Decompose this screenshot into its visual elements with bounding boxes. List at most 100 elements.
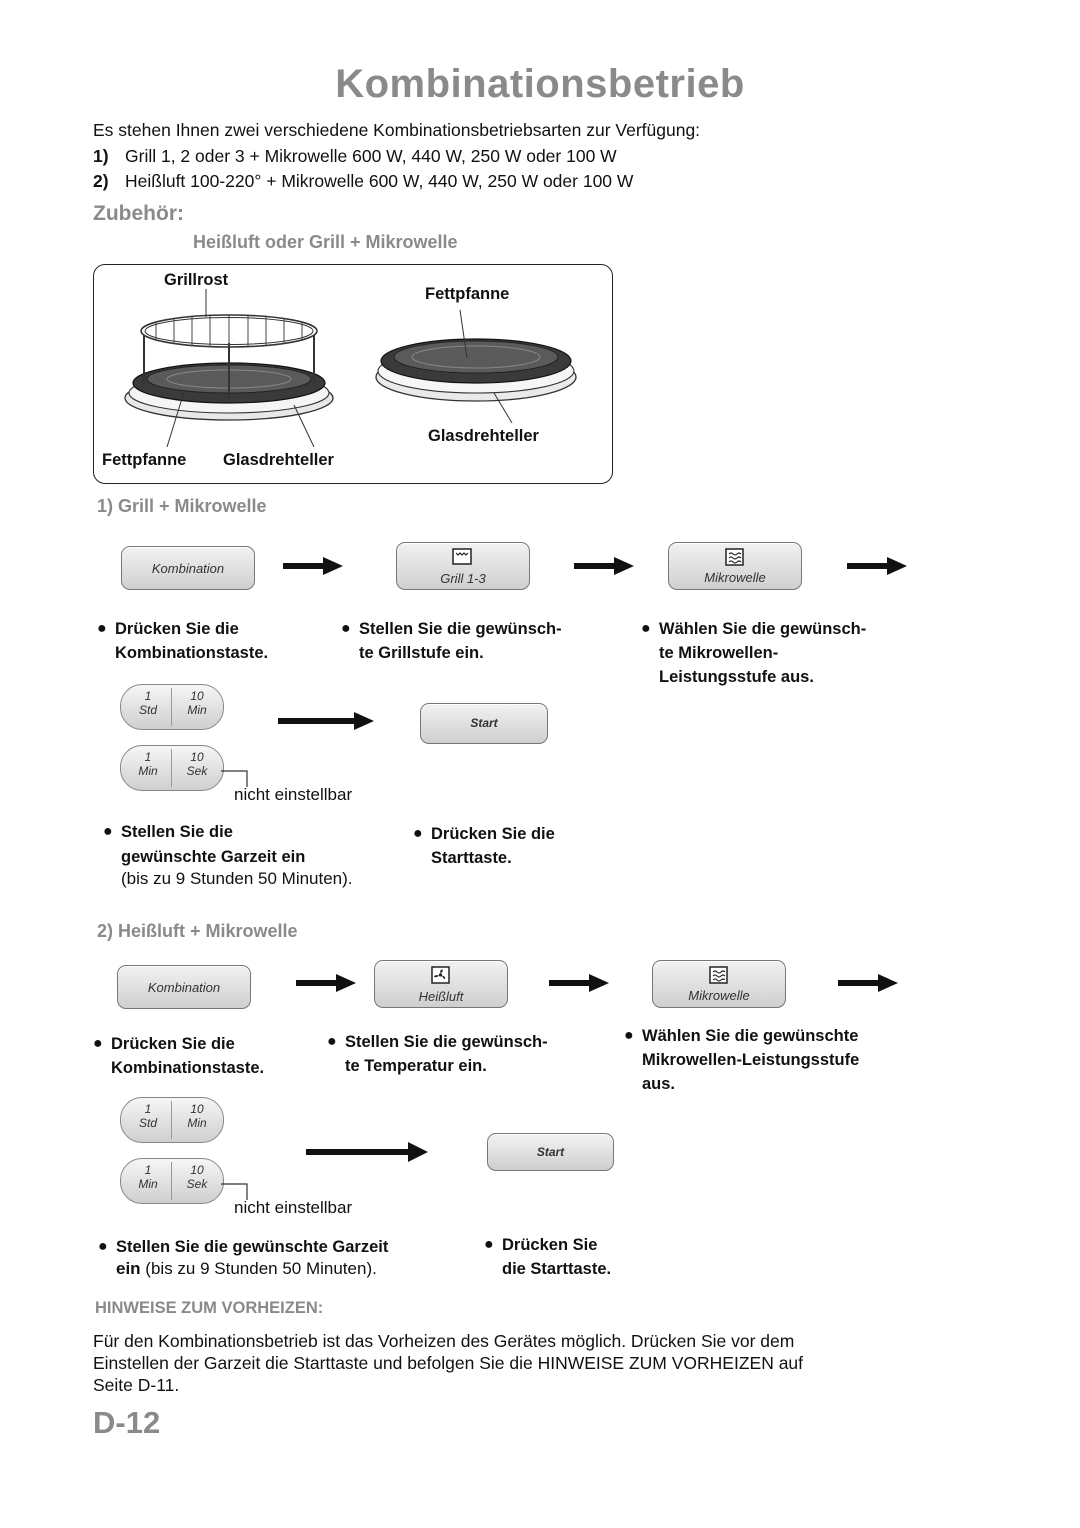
step-text: Kombinationstaste. xyxy=(115,644,269,662)
step-text: gewünschte Garzeit ein xyxy=(121,848,306,866)
step-text: Wählen Sie die gewünsch- xyxy=(659,620,867,638)
time-range-text: (bis zu 9 Stunden 50 Minuten). xyxy=(145,1259,377,1278)
dial-unit: Std xyxy=(138,1116,157,1130)
grill-button[interactable]: Grill 1-3 xyxy=(396,542,530,590)
dial-unit: Min xyxy=(187,703,207,717)
microwave-icon xyxy=(709,966,728,984)
step-press-kombination: ● Drücken Sie die Kombinationstaste. xyxy=(93,1032,265,1080)
bullet-icon: ● xyxy=(484,1236,494,1253)
leader-line xyxy=(221,1183,248,1200)
kombination-button[interactable]: Kombination xyxy=(121,546,255,590)
label-grillrost: Grillrost xyxy=(164,271,229,289)
dial-value: 10 xyxy=(190,750,204,764)
time-range-note: ein (bis zu 9 Stunden 50 Minuten). xyxy=(116,1259,377,1279)
step-text: Mikrowellen-Leistungsstufe xyxy=(642,1051,860,1069)
heissluft-button[interactable]: Heißluft xyxy=(374,960,508,1008)
dial-value: 1 xyxy=(144,1102,152,1116)
arrow-right-icon xyxy=(838,974,898,992)
step-text: die Starttaste. xyxy=(502,1260,612,1278)
arrow-right-icon xyxy=(306,1142,428,1162)
step-text: Drücken Sie die xyxy=(431,825,555,843)
mode-item-2: 2)Heißluft 100-220° + Mikrowelle 600 W, … xyxy=(93,171,633,192)
time-range-note: (bis zu 9 Stunden 50 Minuten). xyxy=(121,869,353,888)
bullet-icon: ● xyxy=(97,620,107,637)
start-button[interactable]: Start xyxy=(487,1133,614,1171)
dial-unit: Min xyxy=(138,764,158,778)
heissluft-button-label: Heißluft xyxy=(418,989,464,1004)
mode-number: 2) xyxy=(93,171,109,191)
accessories-illustration: Grillrost Fettpfanne Glasdrehteller Fett… xyxy=(93,264,613,484)
dial-value: 10 xyxy=(190,1102,204,1116)
section1-heading: 1) Grill + Mikrowelle xyxy=(97,496,267,516)
dial-unit: Sek xyxy=(186,764,208,778)
step-text: Starttaste. xyxy=(431,849,512,867)
step-text: Stellen Sie die gewünsch- xyxy=(345,1033,548,1051)
preheat-line: Einstellen der Garzeit die Starttaste un… xyxy=(93,1353,804,1373)
step-text: Leistungsstufe aus. xyxy=(659,668,814,686)
step-text: aus. xyxy=(642,1075,676,1093)
accessories-heading: Zubehör: xyxy=(93,202,184,225)
label-fettpfanne-left: Fettpfanne xyxy=(102,451,187,469)
step-text: te Mikrowellen- xyxy=(659,644,779,662)
accessories-subheading: Heißluft oder Grill + Mikrowelle xyxy=(193,232,458,252)
dial-value: 1 xyxy=(144,689,152,703)
step-press-start: ● Drücken Sie die Starttaste. xyxy=(484,1233,612,1281)
mode-text: Grill 1, 2 oder 3 + Mikrowelle 600 W, 44… xyxy=(125,146,617,166)
step-text: Stellen Sie die gewünsch- xyxy=(359,620,562,638)
grill-button-label: Grill 1-3 xyxy=(440,571,486,586)
bullet-icon: ● xyxy=(93,1035,103,1052)
dial-value: 10 xyxy=(190,689,204,703)
step-text: Drücken Sie die xyxy=(111,1035,235,1053)
bullet-icon: ● xyxy=(413,825,423,842)
step-text: Kombinationstaste. xyxy=(111,1059,265,1077)
dial-value: 10 xyxy=(190,1163,204,1177)
accessories-drawing xyxy=(124,289,577,448)
arrow-right-icon xyxy=(283,557,343,575)
step-set-temperature: ● Stellen Sie die gewünsch- te Temperatu… xyxy=(327,1030,548,1078)
arrow-right-icon xyxy=(549,974,609,992)
kombination-button[interactable]: Kombination xyxy=(117,965,251,1009)
dial-unit: Sek xyxy=(186,1177,208,1191)
step-set-time: ● Stellen Sie die gewünschte Garzeit xyxy=(98,1235,389,1259)
dial-value: 1 xyxy=(144,750,152,764)
dial-unit: Min xyxy=(187,1116,207,1130)
arrow-right-icon xyxy=(574,557,634,575)
label-glasdrehteller-left: Glasdrehteller xyxy=(223,451,334,469)
bullet-icon: ● xyxy=(641,620,651,637)
bullet-icon: ● xyxy=(341,620,351,637)
step-text: Drücken Sie xyxy=(502,1236,598,1254)
section2-heading: 2) Heißluft + Mikrowelle xyxy=(97,921,298,941)
step-select-microwave: ● Wählen Sie die gewünsch- te Mikrowelle… xyxy=(641,617,867,689)
step-text: Wählen Sie die gewünschte xyxy=(642,1027,859,1045)
start-button-label: Start xyxy=(470,716,498,730)
bullet-icon: ● xyxy=(624,1027,634,1044)
mikrowelle-button[interactable]: Mikrowelle xyxy=(652,960,786,1008)
page-title: Kombinationsbetrieb xyxy=(335,62,745,106)
step-text: te Grillstufe ein. xyxy=(359,644,484,662)
step-text: ein xyxy=(116,1259,141,1278)
step-select-microwave: ● Wählen Sie die gewünschte Mikrowellen-… xyxy=(624,1024,860,1096)
preheat-text: Für den Kombinationsbetrieb ist das Vorh… xyxy=(93,1330,993,1396)
step-text: Drücken Sie die xyxy=(115,620,239,638)
intro-text: Es stehen Ihnen zwei verschiedene Kombin… xyxy=(93,120,701,140)
step-text: te Temperatur ein. xyxy=(345,1057,487,1075)
not-adjustable-note: nicht einstellbar xyxy=(234,785,353,804)
step-set-time: ● Stellen Sie die xyxy=(103,820,233,844)
arrow-right-icon xyxy=(847,557,907,575)
leader-line xyxy=(221,770,248,787)
step-press-start: ● Drücken Sie die Starttaste. xyxy=(413,822,555,870)
step-text: Stellen Sie die gewünschte Garzeit xyxy=(116,1238,389,1256)
arrow-right-icon xyxy=(278,712,374,730)
grill-icon xyxy=(452,548,472,565)
preheat-line: Seite D-11. xyxy=(93,1375,180,1395)
mikrowelle-button[interactable]: Mikrowelle xyxy=(668,542,802,590)
bullet-icon: ● xyxy=(327,1033,337,1050)
mode-number: 1) xyxy=(93,146,109,166)
bullet-icon: ● xyxy=(98,1238,108,1255)
start-button[interactable]: Start xyxy=(420,703,548,744)
label-glasdrehteller-right: Glasdrehteller xyxy=(428,427,539,445)
